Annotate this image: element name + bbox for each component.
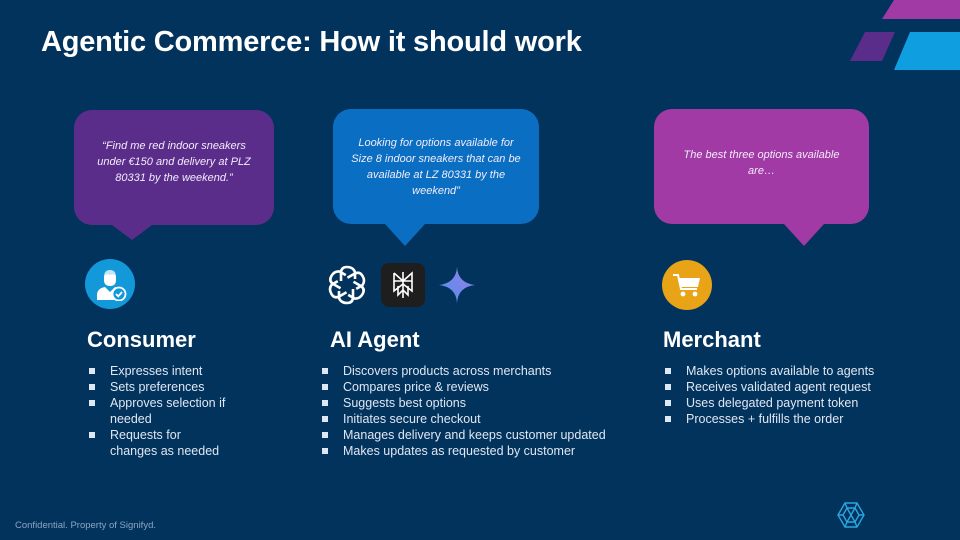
list-item-text: Uses delegated payment token — [686, 396, 859, 410]
list-item-text: Approves selection if needed — [110, 396, 226, 426]
list-item: Makes options available to agents — [663, 363, 923, 379]
bubble-tail — [112, 225, 152, 240]
square-bullet-icon — [320, 443, 343, 459]
square-bullet-icon — [320, 379, 343, 395]
merchant-speech-bubble: The best three options available are… — [654, 109, 869, 246]
list-item: Expresses intent — [87, 363, 257, 379]
consumer-list: Expresses intent Sets preferences Approv… — [87, 363, 257, 459]
list-item-text: Requests for changes as needed — [110, 428, 220, 458]
list-item-text: Processes + fulfills the order — [686, 412, 844, 426]
square-bullet-icon — [87, 379, 110, 395]
list-item: Compares price & reviews — [320, 379, 640, 395]
list-item: Suggests best options — [320, 395, 640, 411]
list-item-text: Compares price & reviews — [343, 380, 489, 394]
list-item: Processes + fulfills the order — [663, 411, 923, 427]
perplexity-icon — [381, 263, 425, 307]
list-item-text: Suggests best options — [343, 396, 466, 410]
list-item-text: Manages delivery and keeps customer upda… — [343, 428, 606, 442]
ai-agent-icons — [325, 263, 477, 307]
shopping-cart-icon — [662, 260, 712, 310]
agent-bubble-text: Looking for options available for Size 8… — [351, 136, 521, 197]
list-item: Receives validated agent request — [663, 379, 923, 395]
consumer-heading: Consumer — [87, 327, 196, 352]
openai-icon — [326, 265, 368, 305]
merchant-list: Makes options available to agents Receiv… — [663, 363, 923, 427]
square-bullet-icon — [320, 411, 343, 427]
bubble-tail — [784, 224, 824, 246]
square-bullet-icon — [87, 427, 110, 459]
page-title: Agentic Commerce: How it should work — [41, 26, 582, 58]
square-bullet-icon — [663, 363, 686, 379]
list-item-text: Expresses intent — [110, 364, 203, 378]
list-item: Initiates secure checkout — [320, 411, 640, 427]
ai-agent-heading: AI Agent — [330, 327, 420, 352]
list-item: Uses delegated payment token — [663, 395, 923, 411]
user-check-icon — [85, 259, 135, 309]
list-item-text: Makes updates as requested by customer — [343, 444, 576, 458]
square-bullet-icon — [663, 411, 686, 427]
merchant-bubble-text: The best three options available are… — [683, 148, 840, 177]
consumer-speech-bubble: “Find me red indoor sneakers under €150 … — [74, 110, 274, 240]
corner-decoration — [850, 0, 960, 70]
list-item-text: Makes options available to agents — [686, 364, 875, 378]
square-bullet-icon — [663, 379, 686, 395]
list-item: Approves selection if needed — [87, 395, 257, 427]
agent-speech-bubble: Looking for options available for Size 8… — [333, 109, 539, 246]
square-bullet-icon — [320, 427, 343, 443]
consumer-column: Consumer Expresses intent Sets preferenc… — [87, 327, 257, 459]
ai-agent-list: Discovers products across merchants Comp… — [320, 363, 640, 459]
list-item-text: Receives validated agent request — [686, 380, 871, 394]
confidential-footer: Confidential. Property of Signifyd. — [15, 520, 156, 531]
square-bullet-icon — [663, 395, 686, 411]
merchant-column: Merchant Makes options available to agen… — [663, 327, 923, 427]
list-item-text: Sets preferences — [110, 380, 205, 394]
list-item-text: Initiates secure checkout — [343, 412, 481, 426]
ai-agent-column: AI Agent Discovers products across merch… — [320, 327, 640, 459]
gemini-sparkle-icon — [439, 267, 475, 303]
merchant-heading: Merchant — [663, 327, 761, 352]
signifyd-logo-icon — [837, 502, 865, 528]
square-bullet-icon — [87, 363, 110, 379]
list-item: Discovers products across merchants — [320, 363, 640, 379]
consumer-bubble-text: “Find me red indoor sneakers under €150 … — [97, 139, 251, 184]
list-item: Requests for changes as needed — [87, 427, 257, 459]
list-item-text: Discovers products across merchants — [343, 364, 552, 378]
square-bullet-icon — [87, 395, 110, 427]
list-item: Makes updates as requested by customer — [320, 443, 640, 459]
list-item: Sets preferences — [87, 379, 257, 395]
square-bullet-icon — [320, 395, 343, 411]
square-bullet-icon — [320, 363, 343, 379]
list-item: Manages delivery and keeps customer upda… — [320, 427, 640, 443]
bubble-tail — [385, 224, 425, 246]
